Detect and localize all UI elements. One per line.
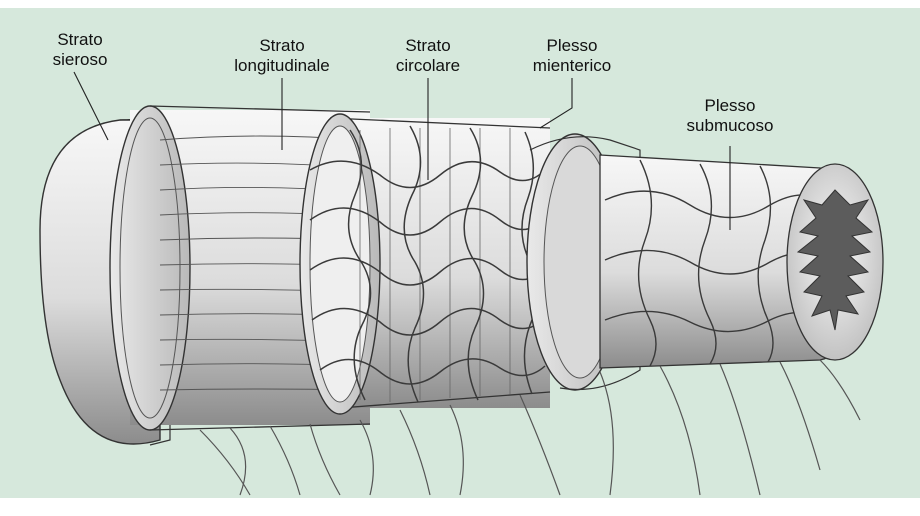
circular-layer (300, 114, 550, 414)
label-line: Plesso (676, 96, 784, 116)
mucosa-tube (600, 155, 883, 368)
label-strato-longitudinale: Strato longitudinale (222, 36, 342, 76)
label-line: Strato (386, 36, 470, 56)
label-line: mienterico (520, 56, 624, 76)
label-line: sieroso (40, 50, 120, 70)
label-line: circolare (386, 56, 470, 76)
label-line: Strato (222, 36, 342, 56)
bottom-margin (0, 498, 920, 516)
label-strato-sieroso: Strato sieroso (40, 30, 120, 70)
label-plesso-mienterico: Plesso mienterico (520, 36, 624, 76)
label-line: Strato (40, 30, 120, 50)
label-strato-circolare: Strato circolare (386, 36, 470, 76)
label-line: submucoso (676, 116, 784, 136)
top-margin (0, 0, 920, 8)
label-line: longitudinale (222, 56, 342, 76)
label-line: Plesso (520, 36, 624, 56)
label-plesso-submucoso: Plesso submucoso (676, 96, 784, 136)
